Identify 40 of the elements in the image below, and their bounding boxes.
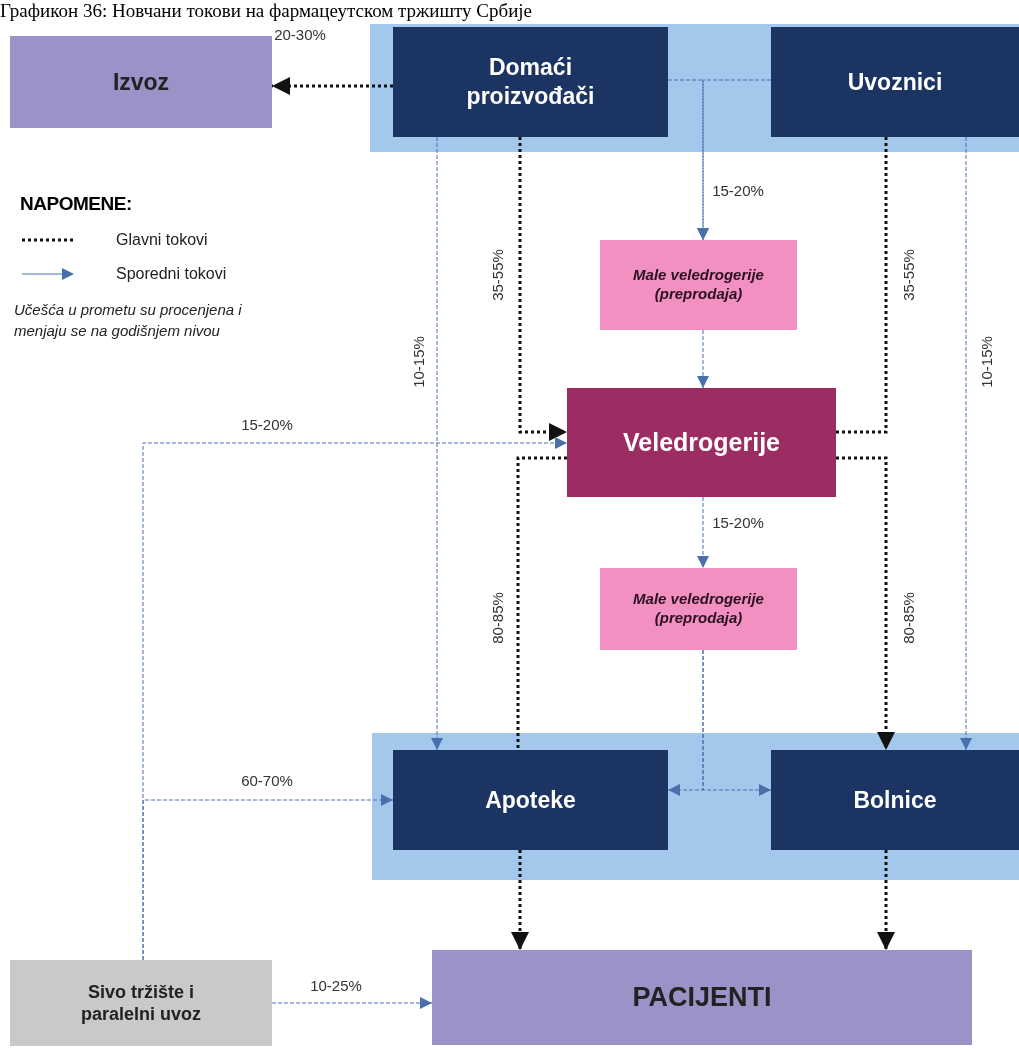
arrow [697,79,772,241]
node-label: Uvoznici [847,67,943,97]
process-box [567,388,836,497]
process-box [393,750,668,850]
process-box [771,750,1019,850]
node-label: Sivo tržište i paralelni uvoz [79,980,202,1026]
arrow [836,456,895,750]
group-band [372,733,1019,880]
group-band [370,24,1019,152]
title: Графикон 36: Новчани токови на фармацеутском тржишту Србије [0,0,533,22]
arrow [960,136,972,751]
node-label: Apoteke [485,785,576,815]
arrow [511,850,529,950]
arrow [697,329,709,389]
arrow [272,77,393,95]
legend-heading: NAPOMENE: [20,192,132,216]
process-box [600,568,797,650]
node-label: Veledrogerije [623,426,780,458]
arrow [271,997,433,1009]
arrow [518,137,567,441]
node-label: Male veledrogerije (preprodaja) [632,266,765,304]
process-box [10,36,272,128]
arrow [142,794,394,961]
arrow [877,850,895,950]
process-box [432,950,972,1045]
node-label: Domaći proizvođači [465,53,596,111]
legend-label: Glavni tokovi [116,230,208,250]
node-label: Male veledrogerije (preprodaja) [632,590,765,628]
process-box [771,27,1019,137]
arrow [431,136,443,751]
arrow [702,649,772,796]
legend-label: Sporedni tokovi [116,264,227,284]
process-box [393,27,668,137]
arrow [697,496,709,569]
node-label: PACIJENTI [632,980,772,1014]
note-text: Učešća u prometu su procenjena i menjaju se na godišnjem nivou [14,300,243,341]
process-box [10,960,272,1046]
node-label: Bolnice [853,785,937,815]
process-box [600,240,797,330]
node-label: Izvoz [112,67,170,97]
